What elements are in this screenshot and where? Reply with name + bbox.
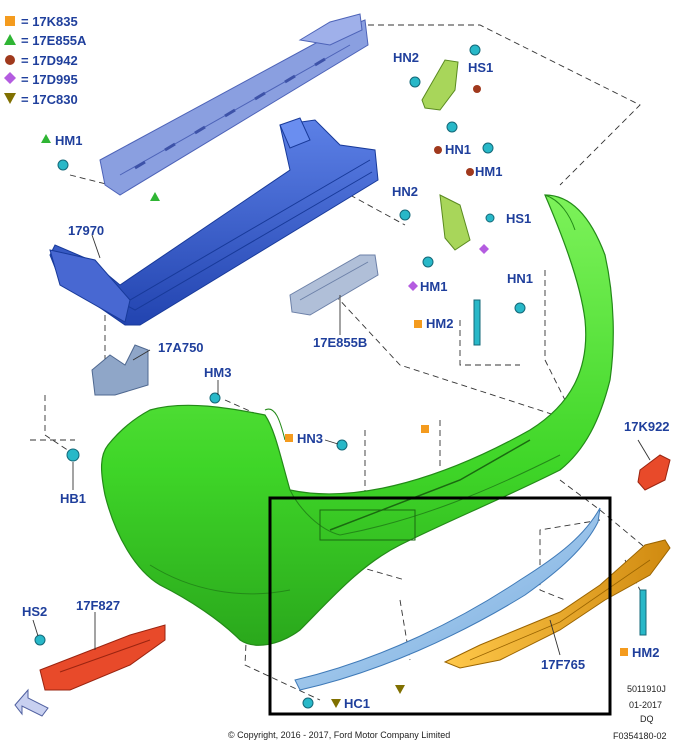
callout-hm2-right: HM2 <box>632 645 659 660</box>
legend: = 17K835 = 17E855A = 17D942 = 17D995 = 1… <box>4 14 87 107</box>
stamp-line-1: 5011910J <box>627 684 666 694</box>
callout-hm3: HM3 <box>204 365 231 380</box>
document-stamp: 5011910J 01-2017 DQ <box>627 684 666 724</box>
callout-hn3: HN3 <box>297 431 323 446</box>
energy-absorber-top <box>99 13 369 196</box>
callout-17e855b: 17E855B <box>313 335 367 350</box>
bumper-cover <box>101 194 614 646</box>
legend-marker-17e855a <box>4 34 16 45</box>
side-bracket-upper <box>421 59 471 251</box>
reflector-17k922 <box>637 454 671 491</box>
legend-label: = 17E855A <box>21 33 87 48</box>
legend-label: = 17D942 <box>21 53 78 68</box>
callout-17k922: 17K922 <box>624 419 670 434</box>
callout-hn2-mid: HN2 <box>392 184 418 199</box>
callout-hm1-top: HM1 <box>475 164 502 179</box>
callout-17970: 17970 <box>68 223 104 238</box>
legend-label: = 17K835 <box>21 14 78 29</box>
legend-label: = 17D995 <box>21 72 78 87</box>
legend-marker-17d995 <box>4 72 16 84</box>
callout-hm1-mid: HM1 <box>420 279 447 294</box>
stamp-line-3: DQ <box>640 714 654 724</box>
callout-hc1: HC1 <box>344 696 370 711</box>
legend-marker-17d942 <box>5 55 15 65</box>
figure-id: F0354180-02 <box>613 731 667 741</box>
clips <box>34 44 647 709</box>
leader-lines <box>32 234 651 656</box>
callout-17f827: 17F827 <box>76 598 120 613</box>
front-direction-arrow-icon <box>14 688 49 717</box>
legend-marker-17k835 <box>5 16 15 26</box>
callout-hn1-right: HN1 <box>507 271 533 286</box>
callout-17a750: 17A750 <box>158 340 204 355</box>
part-markers <box>41 85 628 708</box>
callouts: HM1 17970 17A750 17E855B HM3 HN3 HB1 HS2… <box>22 50 670 711</box>
highlight-frame <box>268 496 612 716</box>
trim-strip <box>294 507 601 691</box>
bumper-reinforcement-17970 <box>49 117 379 326</box>
callout-hn2-top: HN2 <box>393 50 419 65</box>
stamp-line-2: 01-2017 <box>629 700 662 710</box>
reflector-17f827 <box>39 624 166 691</box>
callout-hm2-mid: HM2 <box>426 316 453 331</box>
copyright-notice: © Copyright, 2016 - 2017, Ford Motor Com… <box>228 730 450 740</box>
callout-17f765: 17F765 <box>541 657 585 672</box>
callout-hm1-left: HM1 <box>55 133 82 148</box>
diffuser-17f765 <box>443 539 671 669</box>
assembly-lines <box>30 24 661 701</box>
callout-hn1-top: HN1 <box>445 142 471 157</box>
legend-label: = 17C830 <box>21 92 78 107</box>
bracket-17a750 <box>91 344 149 396</box>
callout-hb1: HB1 <box>60 491 86 506</box>
callout-hs1-mid: HS1 <box>506 211 531 226</box>
callout-hs2: HS2 <box>22 604 47 619</box>
legend-marker-17c830 <box>4 93 16 104</box>
callout-hs1-top: HS1 <box>468 60 493 75</box>
bracket-17e855b <box>289 254 379 316</box>
